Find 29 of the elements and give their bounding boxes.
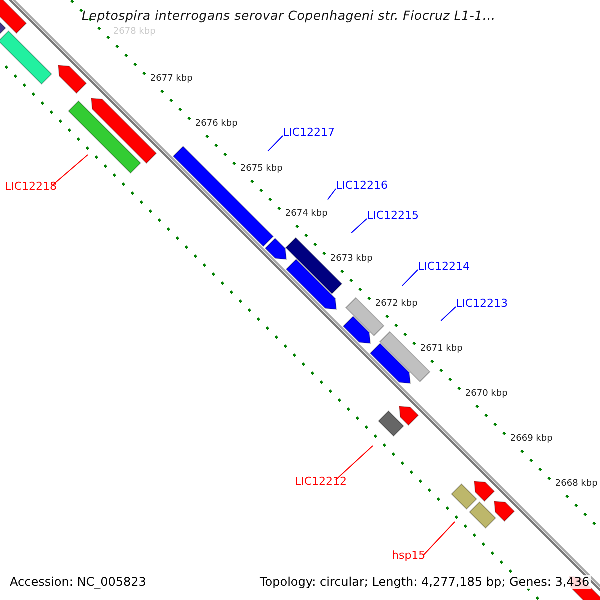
leader-line (268, 136, 284, 152)
leader-line (327, 188, 336, 200)
scale-label: 2677 kbp (150, 74, 193, 84)
summary-text: Topology: circular; Length: 4,277,185 bp; Genes: 3,436 (259, 575, 591, 589)
accession-text: Accession: NC_005823 (9, 575, 148, 589)
leader-line (440, 306, 456, 322)
gene-label: LIC12216 (336, 180, 388, 191)
scale-label: 2668 kbp (555, 480, 598, 489)
scale-label: 2669 kbp (510, 434, 553, 444)
gene-label: LIC12212 (295, 476, 348, 487)
scale-label: 2674 kbp (285, 210, 328, 219)
leader-line (402, 270, 418, 287)
gene-label: LIC12217 (283, 127, 336, 138)
gene-label: LIC12213 (456, 298, 508, 309)
leader-line (336, 446, 374, 480)
gene-label: LIC12218 (5, 181, 58, 192)
scale-label: 2673 kbp (330, 254, 373, 264)
scale-label: 2675 kbp (240, 164, 283, 174)
leader-line (424, 522, 456, 556)
scale-label: 2670 kbp (465, 390, 508, 399)
scale-label: 2676 kbp (195, 120, 238, 129)
gene-label: LIC12215 (367, 210, 420, 221)
leader-line (351, 218, 368, 234)
scale-label: 2671 kbp (420, 344, 463, 354)
gene-label: hsp15 (392, 550, 426, 561)
gene-label: LIC12214 (418, 261, 470, 272)
scale-label: 2672 kbp (375, 300, 418, 309)
leader-line (52, 154, 88, 186)
map-title: Leptospira interrogans serovar Copenhageni str. Fiocruz L1-1... (82, 10, 496, 22)
